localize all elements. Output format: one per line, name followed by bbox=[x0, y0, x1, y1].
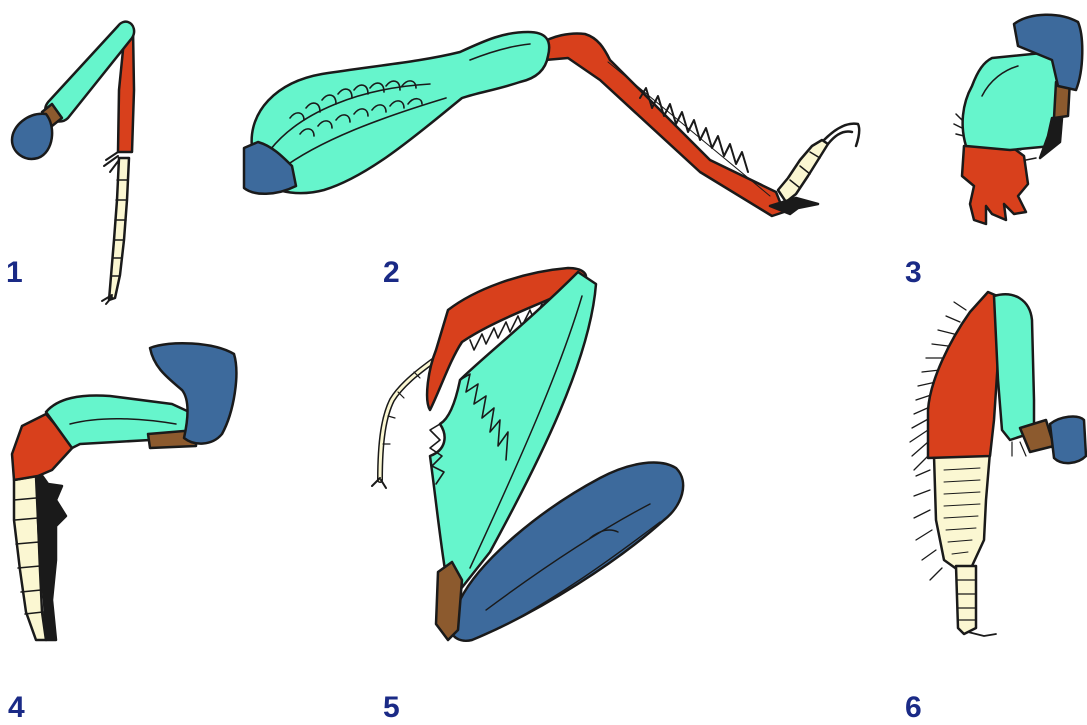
leg-2-tibia bbox=[540, 33, 784, 216]
leg-5-grasping bbox=[372, 268, 683, 641]
leg-2-claws bbox=[824, 124, 859, 146]
label-leg-3: 3 bbox=[905, 258, 922, 288]
leg-5-trochanter bbox=[436, 562, 462, 640]
leg-1-spines bbox=[104, 152, 119, 172]
leg-2-tibia-teeth bbox=[608, 62, 770, 196]
label-leg-2: 2 bbox=[383, 258, 400, 288]
leg-5-claw bbox=[372, 478, 386, 488]
label-leg-4: 4 bbox=[8, 693, 25, 723]
leg-6-tarsal-segments bbox=[956, 566, 976, 634]
leg-6-tibia bbox=[928, 292, 1002, 458]
leg-3-tibia bbox=[962, 144, 1028, 224]
leg-6-femur bbox=[994, 294, 1034, 440]
leg-6-claw bbox=[968, 632, 996, 636]
leg-3-digging bbox=[954, 15, 1082, 224]
leg-2-jumping bbox=[244, 32, 859, 216]
leg-4 bbox=[12, 343, 236, 640]
label-leg-6: 6 bbox=[905, 693, 922, 723]
leg-1-walking bbox=[12, 22, 134, 304]
leg-1-claw bbox=[102, 295, 112, 304]
leg-6-hairy bbox=[910, 292, 1086, 636]
leg-6-coxa bbox=[1050, 417, 1086, 464]
label-leg-5: 5 bbox=[383, 693, 400, 723]
leg-2-tarsus bbox=[778, 140, 828, 202]
label-leg-1: 1 bbox=[6, 258, 23, 288]
leg-1-coxa bbox=[12, 114, 52, 159]
